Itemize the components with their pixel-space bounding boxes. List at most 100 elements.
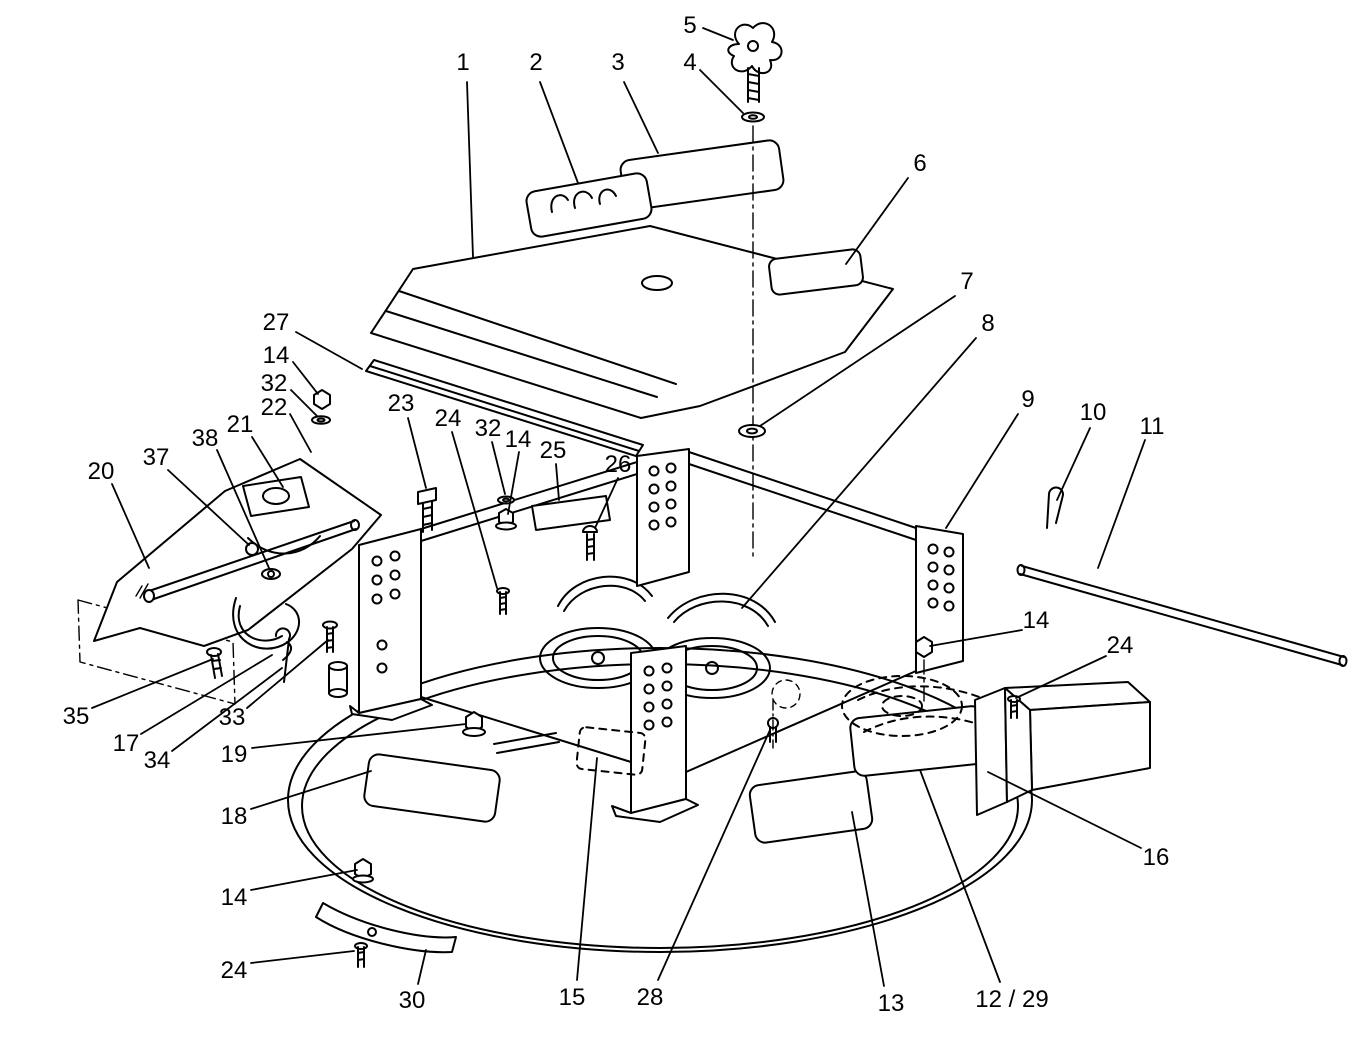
callout-12-29: 12 / 29 bbox=[919, 769, 1049, 1013]
frame-rail-front-right bbox=[685, 670, 917, 773]
callout-leader-line bbox=[250, 770, 372, 810]
seal-strip-inner bbox=[369, 365, 640, 452]
callout-label: 16 bbox=[1143, 844, 1170, 871]
callout-label: 6 bbox=[913, 150, 926, 177]
cover-decal bbox=[768, 248, 864, 296]
callout-leader-line bbox=[851, 811, 885, 987]
callout-7: 7 bbox=[759, 268, 974, 427]
hole bbox=[661, 662, 673, 674]
hook-bracket-inner bbox=[237, 605, 283, 642]
callout-label: 13 bbox=[878, 990, 905, 1017]
callout-38: 38 bbox=[192, 425, 270, 569]
callout-label: 18 bbox=[221, 803, 248, 830]
decal-2-graphic bbox=[550, 188, 617, 213]
left-hardware bbox=[206, 389, 457, 968]
callout-leader-line bbox=[507, 451, 520, 515]
callout-11: 11 bbox=[1097, 413, 1165, 569]
cover-hole bbox=[641, 275, 673, 291]
hole bbox=[389, 588, 401, 600]
callout-label: 24 bbox=[221, 957, 248, 984]
spindle-center-left bbox=[591, 651, 605, 665]
rod-11 bbox=[1019, 565, 1345, 666]
callout-label: 19 bbox=[221, 741, 248, 768]
callout-label: 21 bbox=[227, 411, 254, 438]
callout-leader-line bbox=[417, 949, 427, 985]
callout-24: 24 bbox=[1015, 632, 1133, 699]
callout-label: 1 bbox=[456, 49, 469, 76]
callout-label: 34 bbox=[144, 747, 171, 774]
bolt-26-head bbox=[582, 525, 598, 533]
frame-front-foot bbox=[611, 798, 699, 823]
hairpin-17-34-leg bbox=[282, 641, 293, 661]
callout-label: 14 bbox=[1023, 607, 1050, 634]
callout-32: 32 bbox=[475, 415, 506, 495]
deck-decal-18 bbox=[363, 753, 501, 823]
callout-leader-line bbox=[539, 81, 579, 184]
callout-14: 14 bbox=[505, 426, 531, 515]
hole bbox=[643, 683, 655, 695]
washer-7-hole bbox=[746, 427, 758, 435]
rod-20-tip bbox=[143, 589, 155, 603]
bolt-35-shaft bbox=[210, 653, 223, 679]
cotter-pin-10 bbox=[1046, 486, 1064, 529]
bolt-24c-shaft bbox=[357, 946, 365, 968]
knob-assembly bbox=[727, 22, 783, 561]
hole bbox=[927, 543, 939, 555]
callout-leader-line bbox=[576, 757, 598, 981]
callout-21: 21 bbox=[227, 411, 284, 488]
callout-label: 35 bbox=[63, 703, 90, 730]
callout-leader-line bbox=[987, 771, 1142, 849]
callout-leader-line bbox=[250, 869, 358, 891]
callout-leader-line bbox=[491, 441, 506, 495]
callout-leader-line bbox=[594, 477, 619, 529]
frame-right-bracket bbox=[915, 525, 964, 674]
callout-leader-line bbox=[251, 436, 284, 488]
top-cover-fold-1 bbox=[385, 310, 658, 398]
bolt-24c-head bbox=[354, 942, 368, 950]
rod-20-hatch bbox=[135, 583, 149, 599]
hole bbox=[648, 501, 660, 513]
callout-label: 2 bbox=[529, 49, 542, 76]
callout-5: 5 bbox=[683, 12, 734, 41]
callout-leader-line bbox=[702, 27, 734, 41]
discharge-chute bbox=[857, 681, 1151, 816]
belt-guide-left bbox=[557, 575, 653, 607]
callout-label: 11 bbox=[1140, 413, 1165, 440]
callout-24: 24 bbox=[221, 950, 355, 984]
callout-label: 17 bbox=[113, 730, 140, 757]
callout-leader-line bbox=[250, 950, 355, 964]
callout-19: 19 bbox=[221, 723, 467, 768]
rod-11-left-cap bbox=[1016, 564, 1026, 576]
nut-14d-flange bbox=[352, 874, 374, 884]
callout-leader-line bbox=[407, 417, 427, 489]
frame-back-left-bracket bbox=[636, 448, 690, 587]
hole bbox=[371, 574, 383, 586]
callout-leader-line bbox=[657, 729, 771, 981]
callout-label: 15 bbox=[559, 984, 586, 1011]
top-cover bbox=[370, 225, 894, 419]
callout-leader-line bbox=[292, 361, 319, 395]
callout-leader-line bbox=[741, 337, 977, 609]
callout-leader-line bbox=[555, 463, 560, 501]
callout-leader-line bbox=[140, 654, 273, 735]
chute-front-face bbox=[1029, 701, 1151, 791]
callout-14: 14 bbox=[221, 869, 358, 911]
hole bbox=[371, 555, 383, 567]
callout-18: 18 bbox=[221, 770, 372, 830]
callout-leader-line bbox=[91, 658, 214, 709]
spacer-bottom bbox=[328, 688, 348, 698]
callout-14: 14 bbox=[263, 342, 319, 395]
callout-leader-line bbox=[929, 629, 1023, 647]
bolt-33-head bbox=[322, 620, 338, 630]
frame-hardware bbox=[417, 487, 1021, 749]
hidden-hole-28 bbox=[771, 679, 801, 709]
washer-32a bbox=[311, 415, 331, 425]
belt-guide-right bbox=[667, 592, 776, 623]
bolt-24a-head bbox=[496, 587, 510, 595]
decal-2 bbox=[525, 172, 653, 238]
hole bbox=[665, 462, 677, 474]
hole bbox=[943, 564, 955, 576]
hole bbox=[648, 483, 660, 495]
callout-label: 10 bbox=[1080, 399, 1107, 426]
